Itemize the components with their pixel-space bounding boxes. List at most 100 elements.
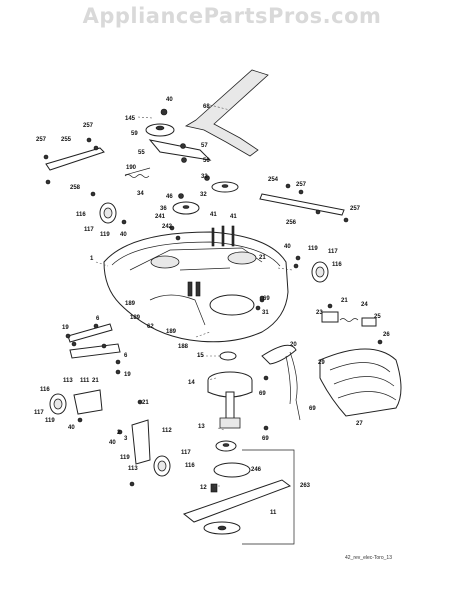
label-119-front-right: 119	[308, 246, 318, 252]
chute-hinge-assembly[interactable]	[259, 295, 383, 345]
label-11: 11	[270, 510, 277, 516]
idler-pulley-assembly[interactable]	[124, 108, 212, 178]
diagram-caption: 42_rev_elec-Toro_13	[345, 555, 392, 561]
label-57: 57	[201, 143, 208, 149]
gauge-wheel-left-front[interactable]	[90, 191, 127, 225]
callout-bracket	[242, 449, 295, 545]
label-189-bottom: 189	[166, 329, 177, 335]
pulley-assembly[interactable]	[172, 175, 239, 215]
label-1: 1	[90, 256, 94, 262]
label-254: 254	[268, 177, 279, 183]
label-59: 59	[131, 131, 138, 137]
label-116-front-right: 116	[332, 262, 342, 268]
drive-belt[interactable]	[184, 69, 269, 157]
label-3: 3	[124, 436, 128, 442]
label-69-deck: 69	[263, 296, 270, 302]
label-6-upper: 6	[96, 316, 100, 322]
label-13: 13	[198, 424, 205, 430]
label-36: 36	[160, 206, 167, 212]
label-257-right-end: 257	[350, 206, 361, 212]
label-119-rear-right: 119	[120, 455, 130, 461]
label-41-left: 41	[210, 212, 217, 218]
label-27: 27	[356, 421, 363, 427]
label-255: 255	[61, 137, 72, 143]
spindle-assembly[interactable]	[207, 351, 253, 493]
label-21-rear-right: 21	[142, 400, 149, 406]
label-12: 12	[200, 485, 207, 491]
watermark-text: AppliancePartsPros.com	[82, 4, 382, 28]
label-263: 263	[300, 483, 311, 489]
label-113-rear-left: 113	[63, 378, 73, 384]
label-40-rear-right: 40	[109, 440, 116, 446]
label-117-rear-right: 117	[181, 450, 191, 456]
label-40-front-left: 40	[120, 232, 127, 238]
label-69-chute: 69	[309, 406, 316, 412]
label-116-rear-right: 116	[185, 463, 195, 469]
label-190: 190	[126, 165, 137, 171]
label-116-front-left: 116	[76, 212, 86, 218]
gauge-wheel-left-rear[interactable]	[49, 389, 103, 423]
label-257-left: 257	[36, 137, 47, 143]
label-40: 40	[166, 97, 173, 103]
label-15: 15	[197, 353, 204, 359]
label-34: 34	[137, 191, 144, 197]
label-19-lower: 19	[124, 372, 131, 378]
label-31: 31	[262, 310, 269, 316]
label-117-rear-left: 117	[34, 410, 44, 416]
label-62: 62	[147, 324, 154, 330]
label-256: 256	[286, 220, 297, 226]
label-26: 26	[383, 332, 390, 338]
label-29: 29	[318, 360, 325, 366]
label-33: 33	[201, 174, 208, 180]
right-hanger-bracket[interactable]	[259, 183, 349, 223]
label-116-rear-left: 116	[40, 387, 50, 393]
discharge-rod[interactable]	[261, 344, 301, 421]
label-20: 20	[290, 342, 297, 348]
label-119-front-left: 119	[100, 232, 110, 238]
leader-lines	[95, 104, 293, 487]
label-21-hinge: 21	[341, 298, 348, 304]
label-25: 25	[374, 314, 381, 320]
label-111: 111	[80, 378, 90, 384]
label-241: 241	[155, 214, 166, 220]
label-56: 56	[203, 158, 210, 164]
label-69-rod: 69	[259, 391, 266, 397]
label-246: 246	[251, 467, 262, 473]
part-labels: 68 40 145 59 57 55 56 257 255 257 258 19…	[34, 97, 390, 516]
label-112: 112	[162, 428, 172, 434]
mower-blade[interactable]	[182, 479, 292, 535]
label-2: 2	[117, 430, 121, 436]
label-40-rear-left: 40	[68, 425, 75, 431]
label-23: 23	[316, 310, 323, 316]
label-258: 258	[70, 185, 81, 191]
label-68: 68	[203, 104, 210, 110]
label-46: 46	[166, 194, 173, 200]
label-24: 24	[361, 302, 368, 308]
label-21-rear-left: 21	[92, 378, 99, 384]
mower-deck[interactable]	[103, 225, 289, 343]
label-242: 242	[162, 224, 173, 230]
label-55: 55	[138, 150, 145, 156]
gauge-wheel-right-rear[interactable]	[131, 419, 171, 477]
label-145: 145	[125, 116, 136, 122]
label-19-upper: 19	[62, 325, 69, 331]
gauge-wheel-right-front[interactable]	[293, 255, 329, 283]
label-188: 188	[178, 344, 189, 350]
label-40-front-right: 40	[284, 244, 291, 250]
label-113-rear-right: 113	[128, 466, 138, 472]
label-32: 32	[200, 192, 207, 198]
label-257-left-top: 257	[83, 123, 94, 129]
label-14: 14	[188, 380, 195, 386]
label-21-deck: 21	[259, 255, 266, 261]
label-41-right: 41	[230, 214, 237, 220]
discharge-chute[interactable]	[319, 348, 402, 417]
label-69-lower: 69	[262, 436, 269, 442]
label-119-rear-left: 119	[45, 418, 55, 424]
left-hanger-bracket[interactable]	[43, 137, 105, 185]
label-189-mid: 189	[130, 315, 141, 321]
label-117-front-right: 117	[328, 249, 338, 255]
hardware-bolts[interactable]	[71, 341, 269, 487]
label-257-right: 257	[296, 182, 307, 188]
lift-link-arms[interactable]	[65, 323, 121, 365]
